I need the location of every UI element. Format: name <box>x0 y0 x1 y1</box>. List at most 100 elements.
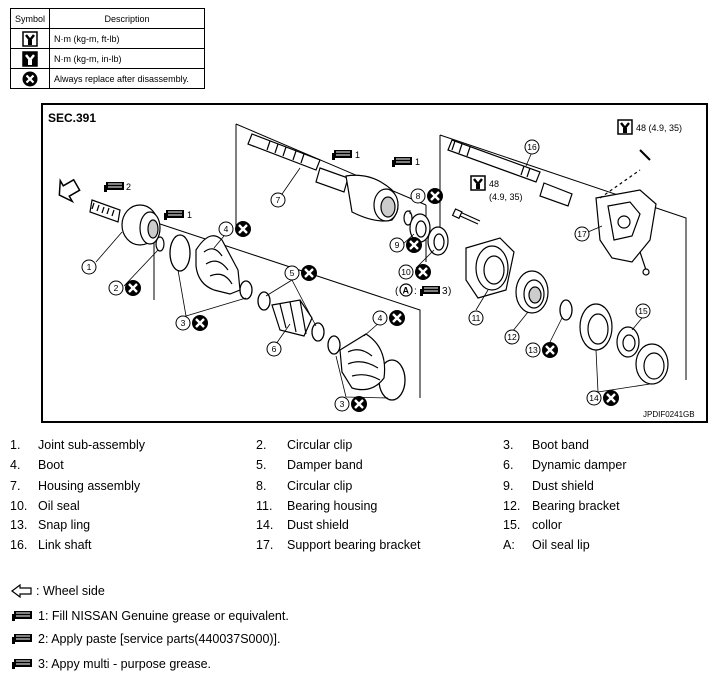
housing-assembly-part <box>247 133 399 222</box>
group-outline-link-shaft <box>439 134 687 380</box>
torque-wrench-icon <box>616 118 634 136</box>
replace-x-icon <box>387 308 407 328</box>
grease-label: 1 <box>187 210 192 220</box>
bolt-part <box>451 208 481 225</box>
callout-circle <box>372 310 388 326</box>
part-number: 3. <box>503 438 514 452</box>
support-bearing-bracket-part <box>595 149 657 276</box>
legend-row: N·m (kg-m, ft-lb) <box>9 28 205 49</box>
torque-spec-bracket: 48 (4.9, 35) <box>636 123 682 133</box>
callout-number: 8 <box>416 191 421 201</box>
callout-circle <box>81 259 97 275</box>
grease-symbol-icon <box>11 633 33 645</box>
callout-circle <box>524 139 540 155</box>
part-name: Snap ling <box>38 518 91 532</box>
grease-label: 1 <box>415 157 420 167</box>
replace-x-icon <box>123 278 143 298</box>
part-number: 17. <box>256 538 274 552</box>
dust-shield-part <box>579 303 669 385</box>
part-number: 1. <box>10 438 21 452</box>
link-shaft-part <box>447 139 573 207</box>
part-name: Bearing bracket <box>532 499 620 513</box>
replace-x-icon <box>413 262 433 282</box>
joint-sub-assembly-part <box>89 199 161 246</box>
part-name: Oil seal <box>38 499 80 513</box>
torque-wrench-icon <box>22 30 38 47</box>
part-number: 16. <box>10 538 28 552</box>
bearing-bracket-part <box>515 270 549 314</box>
grease-symbol-icon <box>11 658 33 670</box>
replace-x-icon <box>540 340 560 360</box>
replace-x-icon <box>22 71 38 86</box>
snap-ring-part <box>559 299 573 321</box>
part-name: Circular clip <box>287 479 353 493</box>
callout-number: 7 <box>276 195 281 205</box>
replace-x-icon <box>233 219 253 239</box>
callout-circle <box>108 280 124 296</box>
callout-circle <box>586 390 602 406</box>
wheel-side-arrow-icon <box>58 178 81 204</box>
callout-number: 16 <box>527 142 537 152</box>
callout-number: 4 <box>224 224 229 234</box>
part-name: Damper band <box>287 458 363 472</box>
part-name: Joint sub-assembly <box>38 438 145 452</box>
note-a-circle <box>399 283 413 297</box>
replace-x-icon <box>425 186 445 206</box>
circular-clip-part <box>403 210 413 226</box>
part-number: 7. <box>10 479 21 493</box>
callout-number: 3 <box>340 399 345 409</box>
callout-circle <box>389 237 405 253</box>
wheel-side-text: : Wheel side <box>36 584 105 598</box>
torque-spec-bolt-line2: (4.9, 35) <box>489 192 523 202</box>
wheel-side-arrow-icon <box>11 584 32 598</box>
callout-circle <box>218 221 234 237</box>
replace-x-icon <box>349 394 369 414</box>
grease-note-3-text: 3: Appy multi - purpose grease. <box>38 657 212 671</box>
callout-circle <box>266 341 282 357</box>
part-name: Dust shield <box>287 518 349 532</box>
grease-label: 2 <box>126 182 131 192</box>
legend-desc-replace: Always replace after disassembly. <box>49 68 205 89</box>
callout-circle <box>284 265 300 281</box>
dynamic-damper-part <box>271 299 313 337</box>
callout-circle <box>410 188 426 204</box>
grease-symbol-icon <box>11 610 33 622</box>
replace-x-icon <box>190 313 210 333</box>
damper-band-part <box>257 291 325 342</box>
grease-note-2: 2: Apply paste [service parts(440037S000… <box>10 632 281 646</box>
callout-number: 10 <box>401 267 411 277</box>
note-a-close-paren: ) <box>448 286 451 297</box>
callout-number: 17 <box>577 229 587 239</box>
part-number: 13. <box>10 518 28 532</box>
callout-circle <box>635 303 651 319</box>
callout-circle <box>468 310 484 326</box>
part-name: Link shaft <box>38 538 92 552</box>
part-name: Housing assembly <box>38 479 141 493</box>
part-number: 4. <box>10 458 21 472</box>
callout-number: 12 <box>507 332 517 342</box>
callout-circle <box>334 396 350 412</box>
part-name: Dynamic damper <box>532 458 627 472</box>
part-number: 6. <box>503 458 514 472</box>
replace-x-icon <box>299 263 319 283</box>
legend-row: N·m (kg-m, in-lb) <box>9 48 205 69</box>
grease-note-1-text: 1: Fill NISSAN Genuine grease or equival… <box>38 609 289 623</box>
torque-wrench-icon <box>469 174 487 192</box>
callout-circle <box>398 264 414 280</box>
grease-note-3: 3: Appy multi - purpose grease. <box>10 657 211 671</box>
part-number: 11. <box>256 499 273 513</box>
note-a-open-paren: ( <box>395 286 399 297</box>
part-number: 9. <box>503 479 514 493</box>
callout-number: 2 <box>114 283 119 293</box>
callout-circle <box>504 329 520 345</box>
legend-row: Always replace after disassembly. <box>9 68 205 89</box>
callout-number: 15 <box>638 306 648 316</box>
torque-wrench-inlb-icon <box>22 50 38 67</box>
symbol-legend-table: Symbol Description N·m (kg-m, ft-lb) N·m… <box>9 8 205 89</box>
bearing-housing-part <box>465 237 515 299</box>
part-number: 14. <box>256 518 274 532</box>
part-number: A: <box>503 538 515 552</box>
grease-note-2-text: 2: Apply paste [service parts(440037S000… <box>38 632 281 646</box>
drive-shaft-exploded-diagram: SEC.391 JPDIF0241GB <box>41 103 708 423</box>
callout-number: 11 <box>472 313 481 323</box>
